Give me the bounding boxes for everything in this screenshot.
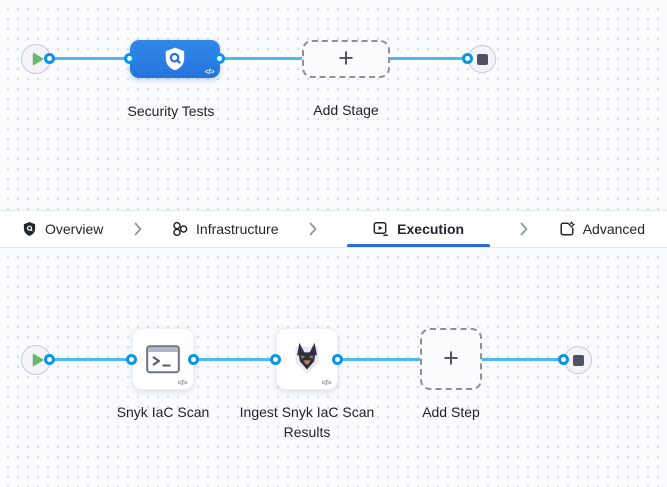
connector-dot — [44, 53, 55, 64]
stop-icon — [572, 354, 584, 366]
tab-label: Infrastructure — [196, 221, 279, 237]
tab-overview[interactable]: Overview — [22, 211, 103, 247]
tab-infrastructure[interactable]: Infrastructure — [172, 211, 279, 247]
tab-label: Overview — [45, 221, 104, 237]
connector-dot — [558, 354, 569, 365]
cluster-icon — [173, 221, 188, 237]
chevron-right-icon — [309, 222, 317, 236]
plus-icon: + — [443, 342, 459, 373]
connector-dot — [44, 354, 55, 365]
play-icon — [32, 52, 43, 66]
stop-icon — [476, 53, 488, 65]
add-step-label: Add Step — [422, 404, 480, 420]
settings-box-icon — [560, 221, 575, 236]
add-stage-label: Add Stage — [313, 102, 379, 118]
connector-dot — [462, 53, 473, 64]
stage-label: Security Tests — [127, 103, 215, 119]
connector-dot — [188, 354, 199, 365]
connector-dot — [270, 354, 281, 365]
step-card-ingest-results[interactable]: </> — [276, 328, 338, 390]
chevron-right-icon — [520, 222, 528, 236]
step-label: Ingest Snyk IaC Scan Results — [239, 404, 375, 440]
connector-dot — [214, 53, 225, 64]
connector-dot — [126, 354, 137, 365]
step-label: Snyk IaC Scan — [116, 404, 210, 420]
add-step-button[interactable]: + — [420, 328, 482, 390]
connector-dot — [124, 53, 135, 64]
tab-execution[interactable]: Execution — [347, 211, 490, 247]
tab-label: Execution — [397, 221, 465, 237]
play-list-icon — [373, 222, 389, 236]
plus-icon: + — [338, 42, 354, 73]
execution-canvas: </> </> + Snyk IaC Sc — [0, 248, 667, 487]
snyk-dog-icon — [295, 342, 319, 374]
stage-canvas: </> + Security Tests Add Stage — [0, 0, 667, 210]
step-code-badge: </> — [177, 377, 188, 387]
step-card-snyk-iac-scan[interactable]: </> — [132, 328, 194, 390]
shield-scan-icon — [165, 47, 185, 71]
shield-gear-icon — [23, 221, 36, 236]
connector-dot — [332, 354, 343, 365]
stage-card-security-tests[interactable]: </> — [130, 40, 220, 78]
step-code-badge: </> — [321, 377, 332, 387]
add-stage-button[interactable]: + — [302, 40, 390, 78]
chevron-right-icon — [134, 222, 142, 236]
stage-code-badge: </> — [204, 66, 215, 76]
pipeline-end-node — [468, 45, 496, 73]
stage-config-tabs: Overview Infrastructure Execution — [0, 210, 667, 248]
stage-connector-line — [50, 57, 470, 60]
terminal-icon — [146, 344, 180, 373]
tab-advanced[interactable]: Advanced — [559, 211, 645, 247]
play-icon — [32, 353, 43, 367]
tab-label: Advanced — [582, 221, 645, 237]
